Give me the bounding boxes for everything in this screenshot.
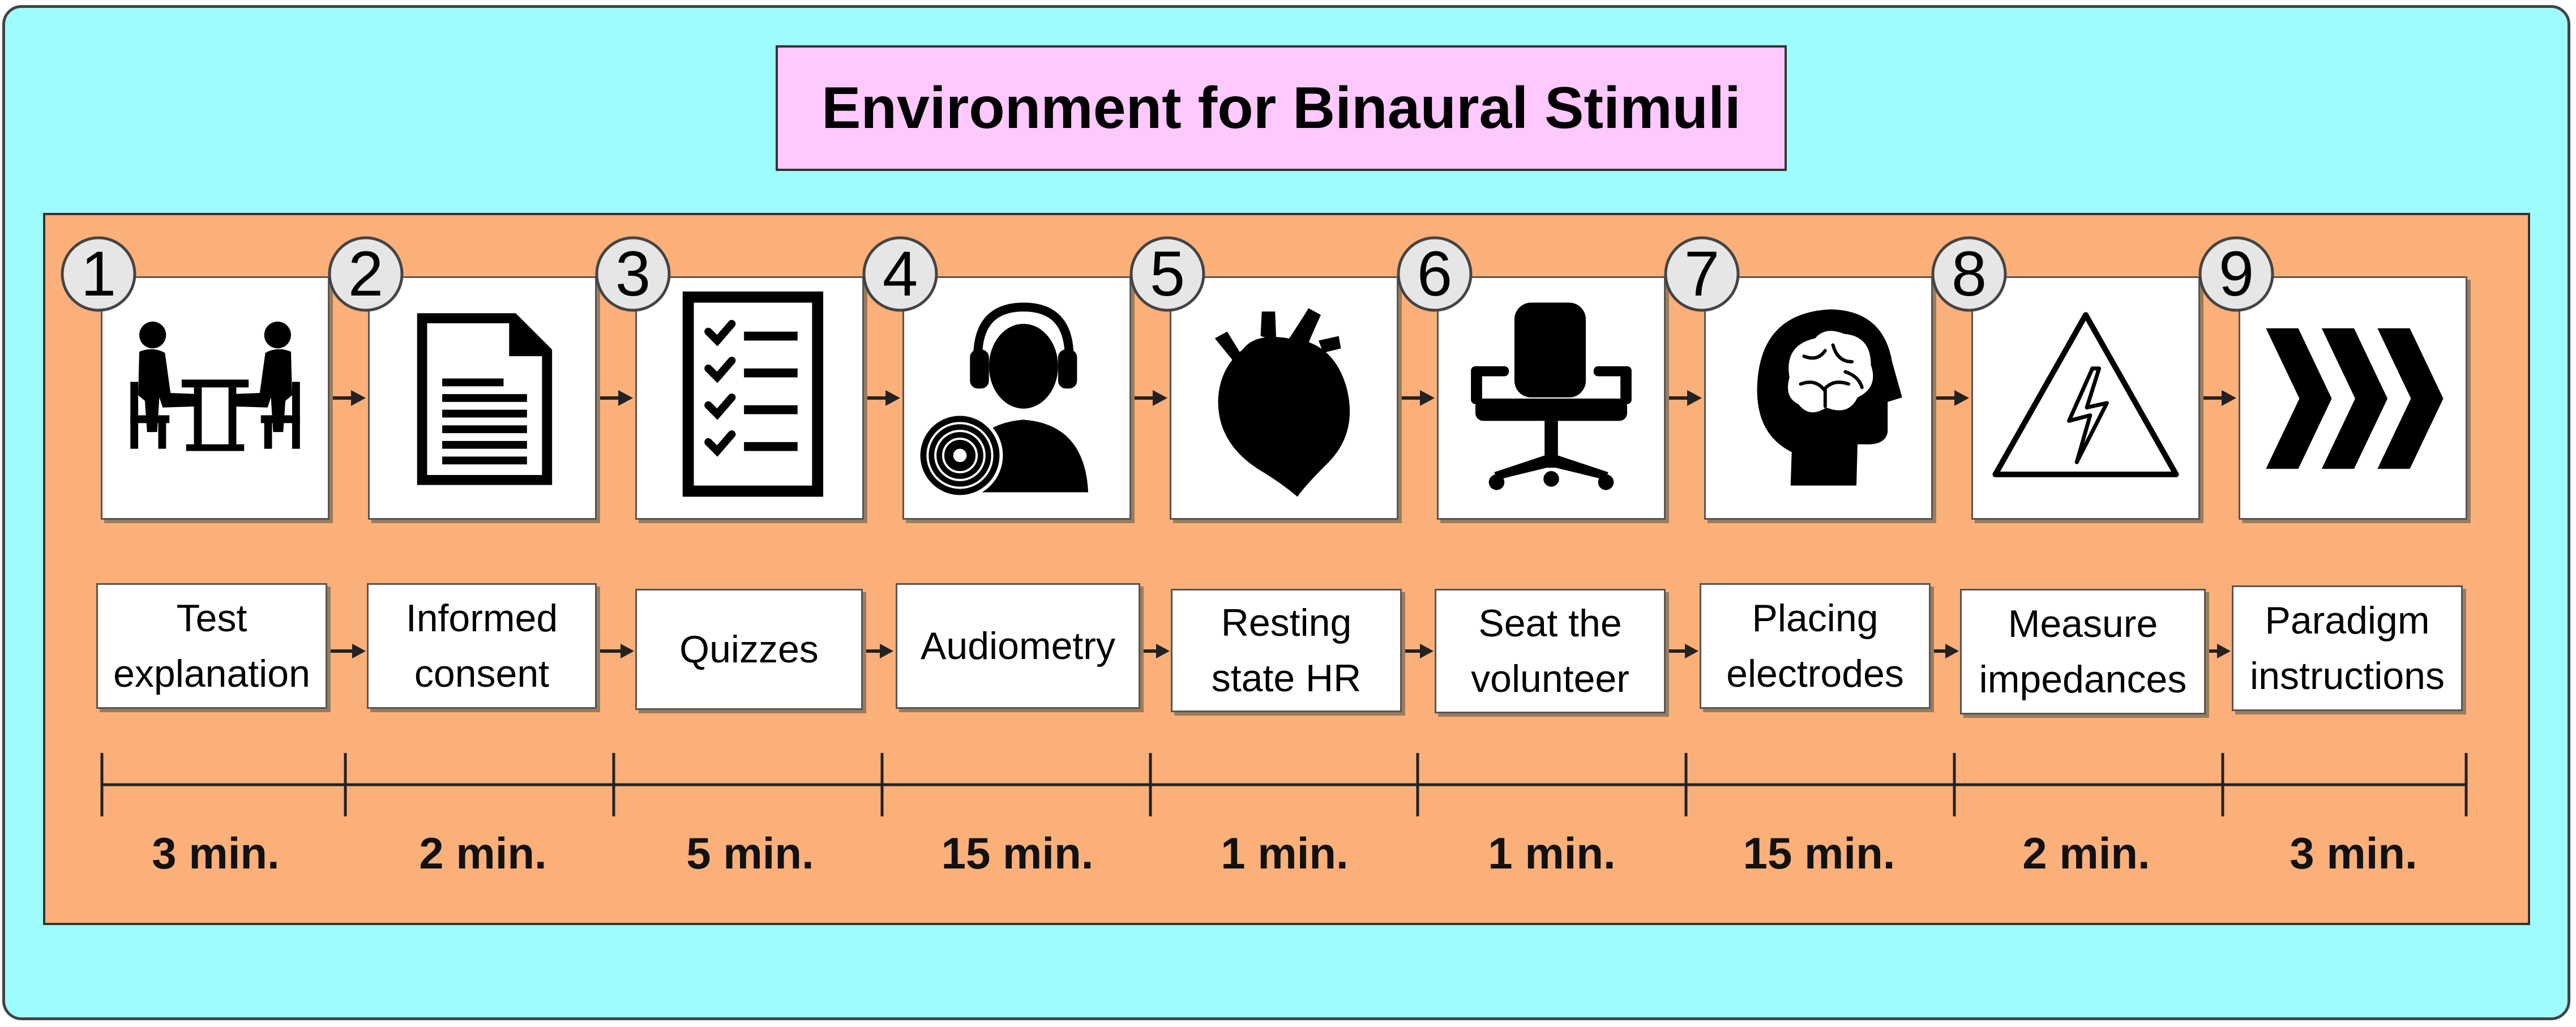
step-8-icon-box [1971, 276, 2200, 520]
title-box: Environment for Binaural Stimuli [776, 45, 1787, 171]
step-4-label: Audiometry [921, 624, 1115, 667]
step-3-number-badge: 3 [593, 234, 673, 314]
step-2-label-box: Informed consent [367, 583, 597, 709]
step-4-label-box: Audiometry [896, 583, 1140, 709]
step-5-number: 5 [1149, 238, 1186, 309]
step-1-number-badge: 1 [59, 234, 138, 314]
triple-chevron-right-icon [2266, 328, 2444, 469]
step-7-number-badge: 7 [1662, 234, 1741, 314]
step-9-label-box: Paradigm instructions [2232, 585, 2463, 711]
step-2-duration: 2 min. [419, 828, 547, 878]
step-1-icon-box [101, 276, 330, 520]
diagram-title: Environment for Binaural Stimuli [821, 75, 1741, 141]
step-3-number: 3 [615, 238, 651, 309]
step-8-number-badge: 8 [1929, 234, 2009, 314]
step-9-icon-box [2239, 276, 2467, 520]
step-7-label-box: Placing electrodes [1700, 583, 1931, 709]
step-7-number: 7 [1684, 238, 1720, 309]
step-8-duration: 2 min. [2022, 828, 2150, 878]
step-5-icon-box [1170, 276, 1398, 520]
step-1-number: 1 [80, 238, 117, 309]
step-6-label-box: Seat the volunteer [1435, 589, 1666, 713]
step-5-duration: 1 min. [1221, 828, 1349, 878]
step-6-duration: 1 min. [1488, 828, 1616, 878]
step-6-number: 6 [1417, 238, 1453, 309]
office-chair-icon [1471, 302, 1632, 490]
step-7-duration: 15 min. [1743, 828, 1895, 878]
step-8-number: 8 [1951, 238, 1987, 309]
step-9-duration: 3 min. [2290, 828, 2417, 878]
meeting-icon [130, 322, 300, 451]
step-2-label: Informed consent [405, 597, 558, 695]
step-4-number-badge: 4 [861, 234, 940, 314]
step-2-number: 2 [348, 238, 384, 309]
step-3-label: Quizzes [679, 628, 819, 671]
brain-head-icon [1757, 309, 1902, 486]
step-2-number-badge: 2 [326, 234, 405, 314]
step-6-number-badge: 6 [1395, 234, 1474, 314]
step-3-icon-box [635, 276, 864, 520]
step-7-label: Placing electrodes [1726, 597, 1904, 695]
step-4-duration: 15 min. [941, 828, 1094, 878]
step-1-duration: 3 min. [152, 828, 280, 878]
heart-icon [1214, 308, 1350, 497]
step-4-number: 4 [882, 238, 918, 309]
step-8-label: Measure impedances [1979, 602, 2187, 701]
step-5-number-badge: 5 [1128, 234, 1207, 314]
step-5-label: Resting state HR [1211, 601, 1362, 700]
headphones-listener-icon [917, 302, 1089, 499]
step-9-number-badge: 9 [2197, 234, 2276, 314]
step-4-icon-box [902, 276, 1131, 520]
step-2-icon-box [368, 276, 597, 520]
step-6-label: Seat the volunteer [1471, 602, 1629, 700]
step-1-label-box: Test explanation [96, 583, 327, 709]
step-3-duration: 5 min. [686, 828, 814, 878]
checklist-icon [682, 291, 824, 497]
step-9-number: 9 [2218, 238, 2254, 309]
step-5-label-box: Resting state HR [1171, 589, 1402, 712]
step-3-label-box: Quizzes [635, 589, 863, 710]
high-voltage-warning-icon [1992, 312, 2179, 477]
document-icon [417, 313, 553, 485]
step-1-label: Test explanation [113, 597, 310, 695]
step-6-icon-box [1437, 276, 1666, 520]
step-9-label: Paradigm instructions [2250, 599, 2445, 697]
step-8-label-box: Measure impedances [1960, 589, 2206, 714]
step-7-icon-box [1704, 276, 1933, 520]
